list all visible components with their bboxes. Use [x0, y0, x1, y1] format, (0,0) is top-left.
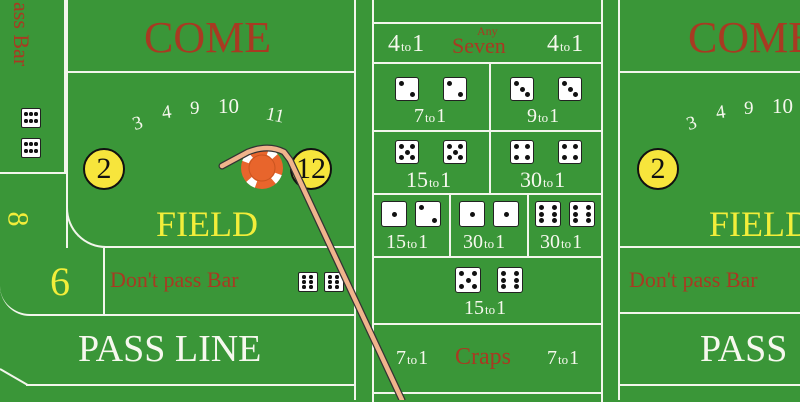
- divider-line: [372, 392, 603, 394]
- die-2: [395, 77, 419, 101]
- die-2: [415, 201, 441, 227]
- divider-line: [26, 384, 356, 386]
- bar-die: [21, 138, 41, 158]
- craps-label: Craps: [455, 344, 511, 370]
- field-ball-2[interactable]: 2: [83, 148, 125, 190]
- odds-right: 7to1: [547, 347, 580, 369]
- die-1: [493, 201, 519, 227]
- divider-line: [104, 246, 356, 248]
- field-number-10: 10: [772, 94, 793, 118]
- die-5: [443, 140, 467, 164]
- field-number-10: 10: [218, 94, 239, 118]
- die-2: [443, 77, 467, 101]
- die-4: [510, 140, 534, 164]
- divider-line: [618, 0, 620, 400]
- bar-die: [298, 272, 318, 292]
- odds-label: 15to1: [386, 231, 429, 253]
- dont-pass-bar-label[interactable]: Don't pass Bar: [110, 267, 239, 292]
- divider-line: [372, 130, 603, 132]
- die-1: [381, 201, 407, 227]
- divider-line: [66, 0, 68, 248]
- die-6: [497, 267, 523, 293]
- chip-icon: [241, 147, 283, 189]
- odds-label: 30to1: [520, 167, 566, 192]
- die-6: [569, 201, 595, 227]
- field-label-right[interactable]: FIELD: [709, 204, 800, 244]
- die-1: [459, 201, 485, 227]
- divider-line: [449, 193, 451, 257]
- divider-line: [527, 193, 529, 257]
- odds-label: 15to1: [406, 167, 452, 192]
- die-4: [558, 140, 582, 164]
- odds-right: 4to1: [547, 31, 584, 57]
- bar-die: [21, 108, 41, 128]
- die-5: [455, 267, 481, 293]
- divider-line: [489, 62, 491, 194]
- odds-left: 4to1: [388, 31, 425, 57]
- die-6: [535, 201, 561, 227]
- any-label: Any: [477, 24, 498, 38]
- divider-line: [0, 172, 66, 174]
- divider-line: [372, 193, 603, 195]
- divider-line: [618, 312, 800, 314]
- dont-pass-bar-label-right[interactable]: Don't pass Bar: [629, 267, 758, 292]
- die-3: [558, 77, 582, 101]
- chip[interactable]: [240, 146, 284, 190]
- divider-line: [64, 0, 66, 174]
- die-5: [395, 140, 419, 164]
- divider-line: [354, 0, 356, 400]
- big-6-label[interactable]: 6: [50, 259, 70, 304]
- pass-line-label-right[interactable]: PASS: [700, 328, 788, 370]
- seven-label: Seven: [452, 33, 506, 58]
- odds-label: 15to1: [464, 297, 507, 319]
- pass-line-label[interactable]: PASS LINE: [78, 328, 262, 370]
- divider-line: [372, 62, 603, 64]
- field-number-9: 9: [744, 98, 754, 119]
- divider-line: [30, 314, 356, 316]
- proposition-box: [372, 22, 603, 402]
- come-label-right[interactable]: COME: [688, 13, 800, 62]
- divider-line: [618, 384, 800, 386]
- divider-line: [618, 71, 800, 73]
- divider-line: [618, 246, 800, 248]
- divider-line: [372, 256, 603, 258]
- divider-line: [66, 71, 356, 73]
- field-ball-2-right[interactable]: 2: [637, 148, 679, 190]
- come-label[interactable]: COME: [144, 13, 272, 62]
- die-3: [510, 77, 534, 101]
- odds-label: 30to1: [463, 231, 506, 253]
- odds-label: 9to1: [527, 105, 560, 127]
- divider-line: [103, 248, 105, 314]
- divider-line: [372, 323, 603, 325]
- odds-left: 7to1: [396, 347, 429, 369]
- odds-label: 30to1: [540, 231, 583, 253]
- field-label[interactable]: FIELD: [156, 204, 258, 244]
- odds-label: 7to1: [414, 105, 447, 127]
- field-number-9: 9: [190, 98, 200, 119]
